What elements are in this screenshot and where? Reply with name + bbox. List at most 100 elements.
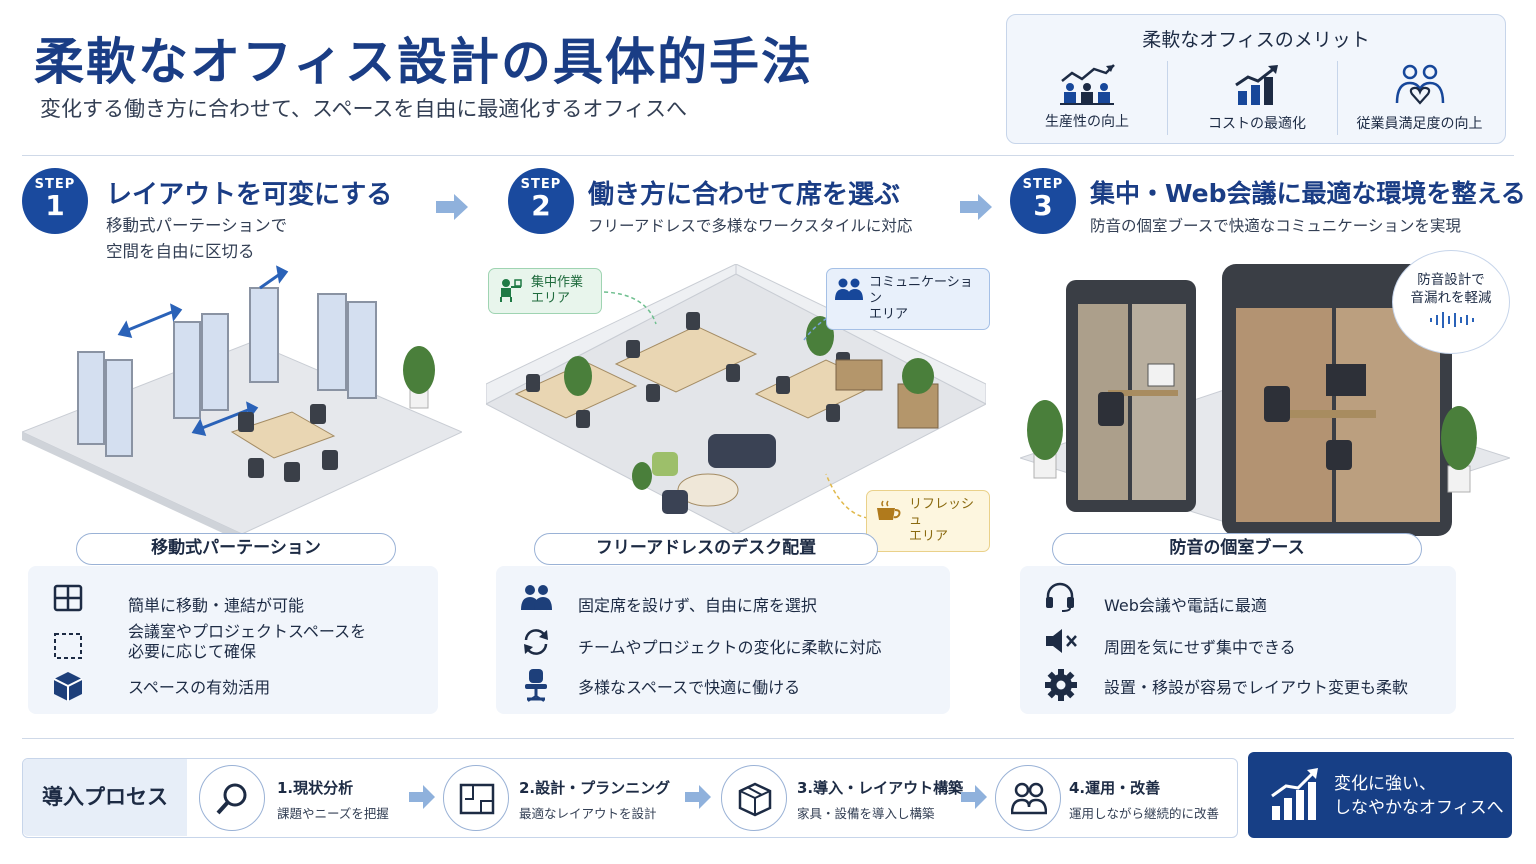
floorplan-icon	[459, 783, 495, 815]
slogan-line1: 変化に強い、	[1334, 774, 1436, 794]
headset-icon	[1046, 582, 1074, 612]
soundproof-callout: 防音設計で 音漏れを軽減	[1392, 250, 1510, 354]
process-step-desc: 家具・設備を導入し構築	[797, 806, 935, 821]
step-1-features: 簡単に移動・連結が可能 会議室やプロジェクトスペースを 必要に応じて確保 スペー…	[28, 566, 438, 714]
process-step-desc: 運用しながら継続的に改善	[1069, 806, 1220, 821]
focus-zone-tag: 集中作業 エリア	[488, 268, 602, 314]
process-step-4-icon	[995, 765, 1061, 831]
zone-label: コミュニケーション	[869, 275, 973, 306]
dashed-square-icon	[54, 633, 82, 659]
arrow-right-icon	[436, 194, 468, 220]
feature-text: 簡単に移動・連結が可能	[128, 596, 305, 615]
process-step-title: 3.導入・レイアウト構築	[797, 779, 964, 797]
desk-worker-icon	[500, 279, 522, 302]
coffee-cup-icon	[877, 500, 901, 520]
step-2-features: 固定席を設けず、自由に席を選択 チームやプロジェクトの変化に柔軟に対応 多様なス…	[496, 566, 950, 714]
team-icon	[1011, 782, 1047, 815]
office-chair-icon	[525, 669, 547, 702]
step-1-title: レイアウトを可変にする	[106, 180, 393, 210]
callout-text: 音漏れを軽減	[1410, 290, 1492, 306]
feature-text: チームやプロジェクトの変化に柔軟に対応	[578, 638, 882, 657]
step-number: 2	[531, 189, 551, 222]
step-3-title: 集中・Web会議に最適な環境を整える	[1090, 179, 1526, 208]
step-3-badge: STEP 3	[1010, 168, 1076, 234]
step-3-desc: 防音の個室ブースで快適なコミュニケーションを実現	[1090, 217, 1461, 235]
merit-label: 従業員満足度の向上	[1356, 116, 1483, 132]
people-icon	[521, 585, 552, 610]
step-1-desc-line1: 移動式パーテーションで	[106, 216, 288, 235]
zone-label: 集中作業	[531, 275, 584, 290]
step-1-badge: STEP 1	[22, 168, 88, 234]
step-3-features: Web会議や電話に最適 周囲を気にせず集中できる 設置・移設が容易でレイアウト変…	[1020, 566, 1456, 714]
step-2-badge: STEP 2	[508, 168, 574, 234]
grid-icon	[53, 584, 83, 612]
divider	[22, 738, 1514, 739]
step-2-title: 働き方に合わせて席を選ぶ	[588, 180, 901, 210]
page-subtitle: 変化する働き方に合わせて、スペースを自由に最適化するオフィスへ	[40, 97, 688, 121]
cube-icon	[53, 672, 83, 701]
process-step-title: 1.現状分析	[277, 779, 354, 797]
arrow-right-icon	[409, 785, 435, 809]
sound-wave-icon	[1430, 312, 1474, 328]
merit-item-productivity: 生産性の向上	[1007, 63, 1167, 143]
callout-text: 防音設計で	[1417, 272, 1485, 288]
step-1-pill: 移動式パーテーション	[76, 533, 396, 565]
feature-item: 簡単に移動・連結が可能	[28, 576, 438, 620]
feature-text: 必要に応じて確保	[128, 642, 257, 661]
feature-text: 固定席を設けず、自由に席を選択	[578, 596, 817, 615]
mute-speaker-icon	[1046, 629, 1077, 653]
feature-item: チームやプロジェクトの変化に柔軟に対応	[496, 620, 950, 664]
free-address-illustration	[486, 264, 986, 535]
process-bar: 導入プロセス 1.現状分析 課題やニーズを把握 2.設計・プランニング 最適なレ…	[22, 758, 1238, 838]
slogan-banner: 変化に強い、 しなやかなオフィスへ	[1248, 752, 1512, 838]
box-icon	[738, 782, 772, 817]
zone-label: エリア	[531, 291, 571, 306]
process-step-title: 4.運用・改善	[1069, 779, 1161, 797]
feature-text: 周囲を気にせず集中できる	[1104, 638, 1296, 657]
divider	[1337, 61, 1338, 135]
zone-label: エリア	[909, 529, 949, 544]
arrow-right-icon	[960, 194, 992, 220]
merit-item-satisfaction: 従業員満足度の向上	[1332, 63, 1507, 143]
step-3-pill: 防音の個室ブース	[1052, 533, 1422, 565]
process-step-desc: 最適なレイアウトを設計	[519, 806, 657, 821]
growth-chart-icon	[1271, 768, 1318, 820]
process-step-title: 2.設計・プランニング	[519, 779, 671, 797]
magnifier-icon	[216, 783, 247, 815]
refresh-zone-tag: リフレッシュ エリア	[866, 490, 990, 552]
step-label: STEP	[1022, 177, 1064, 192]
step-2-desc: フリーアドレスで多様なワークスタイルに対応	[588, 217, 913, 235]
feature-text: 設置・移設が容易でレイアウト変更も柔軟	[1104, 678, 1409, 697]
merit-title: 柔軟なオフィスのメリット	[1142, 29, 1370, 51]
refresh-cycle-icon	[524, 629, 548, 655]
process-step-desc: 課題やニーズを把握	[277, 806, 389, 821]
feature-text: 会議室やプロジェクトスペースを	[128, 622, 367, 641]
divider	[1167, 61, 1168, 135]
satisfaction-heart-icon	[1395, 64, 1444, 105]
merit-item-cost: コストの最適化	[1177, 63, 1337, 143]
step-1-desc-line2: 空間を自由に区切る	[106, 242, 255, 261]
feature-item: 設置・移設が容易でレイアウト変更も柔軟	[1020, 666, 1456, 710]
arrow-right-icon	[685, 785, 711, 809]
feature-item: スペースの有効活用	[28, 668, 438, 712]
feature-item: 周囲を気にせず集中できる	[1020, 620, 1456, 664]
feature-text: Web会議や電話に最適	[1104, 596, 1267, 615]
partition-illustration	[22, 265, 462, 534]
cost-chart-icon	[1235, 65, 1278, 105]
feature-text: 多様なスペースで快適に働ける	[578, 678, 801, 697]
merit-label: 生産性の向上	[1045, 114, 1129, 130]
step-label: STEP	[520, 177, 562, 192]
process-step-3-icon	[721, 765, 787, 831]
merit-panel: 柔軟なオフィスのメリット 生産性の向上 コストの最適化 従業員満	[1006, 14, 1506, 144]
zone-label: エリア	[869, 307, 909, 322]
people-icon	[835, 278, 863, 300]
gear-icon	[1045, 669, 1077, 701]
step-label: STEP	[34, 177, 76, 192]
process-step-1-icon	[199, 765, 265, 831]
feature-item: 多様なスペースで快適に働ける	[496, 666, 950, 710]
process-step-2-icon	[443, 765, 509, 831]
zone-label: リフレッシュ	[909, 497, 975, 528]
merit-label: コストの最適化	[1208, 116, 1306, 132]
feature-text: スペースの有効活用	[128, 678, 271, 697]
step-2-pill: フリーアドレスのデスク配置	[534, 533, 878, 565]
